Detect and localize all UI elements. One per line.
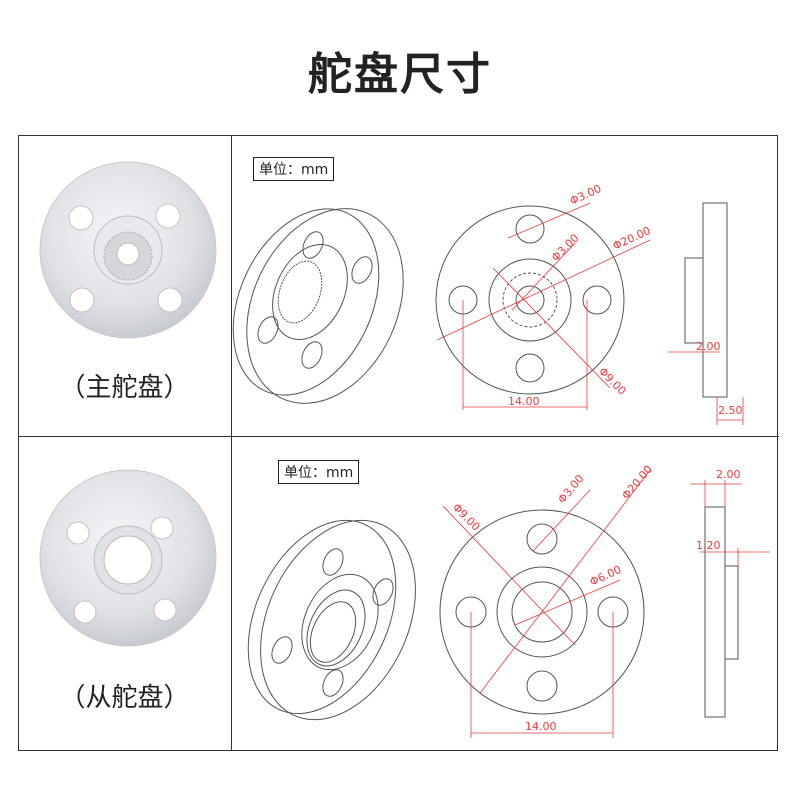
- primary-side-view: 2.00 2.50: [668, 202, 744, 425]
- spec-table: [18, 135, 778, 751]
- dim-hub: Φ9.00: [596, 365, 629, 398]
- dim-thickness: 2.00: [716, 468, 741, 481]
- primary-caption: （主舵盘）: [59, 373, 190, 403]
- primary-front-view: Φ3.00 Φ3.00 Φ20.00 Φ9.00 14.00: [435, 182, 653, 410]
- secondary-front-view: Φ9.00 Φ3.00 Φ20.00 Φ6.00 14.00: [439, 463, 655, 738]
- dim-bore: Φ6.00: [588, 563, 624, 589]
- row-divider: [18, 436, 779, 437]
- dim-hole: Φ3.00: [568, 182, 604, 208]
- dim-hub: Φ9.00: [450, 501, 483, 534]
- page-title: 舵盘尺寸: [308, 49, 492, 100]
- dim-spacing: 14.00: [525, 720, 557, 733]
- secondary-caption: （从舵盘）: [59, 683, 190, 713]
- secondary-isometric-view: [247, 519, 416, 721]
- dim-outer: Φ20.00: [619, 463, 655, 502]
- dim-hole: Φ3.00: [555, 472, 586, 506]
- dim-spacing: 14.00: [508, 395, 540, 408]
- dim-hub-height: 2.00: [696, 340, 721, 353]
- unit-label: 单位：mm: [253, 157, 335, 181]
- secondary-side-view: 2.00 1.20: [690, 468, 770, 718]
- dim-center: Φ3.00: [549, 231, 582, 264]
- secondary-horn-photo: [39, 469, 217, 647]
- column-divider: [231, 135, 232, 751]
- primary-isometric-view: [232, 208, 404, 404]
- dim-hub-height: 1.20: [696, 539, 721, 552]
- dim-thickness: 2.50: [718, 404, 743, 417]
- unit-label: 单位：mm: [278, 460, 360, 484]
- primary-horn-photo: [39, 161, 217, 339]
